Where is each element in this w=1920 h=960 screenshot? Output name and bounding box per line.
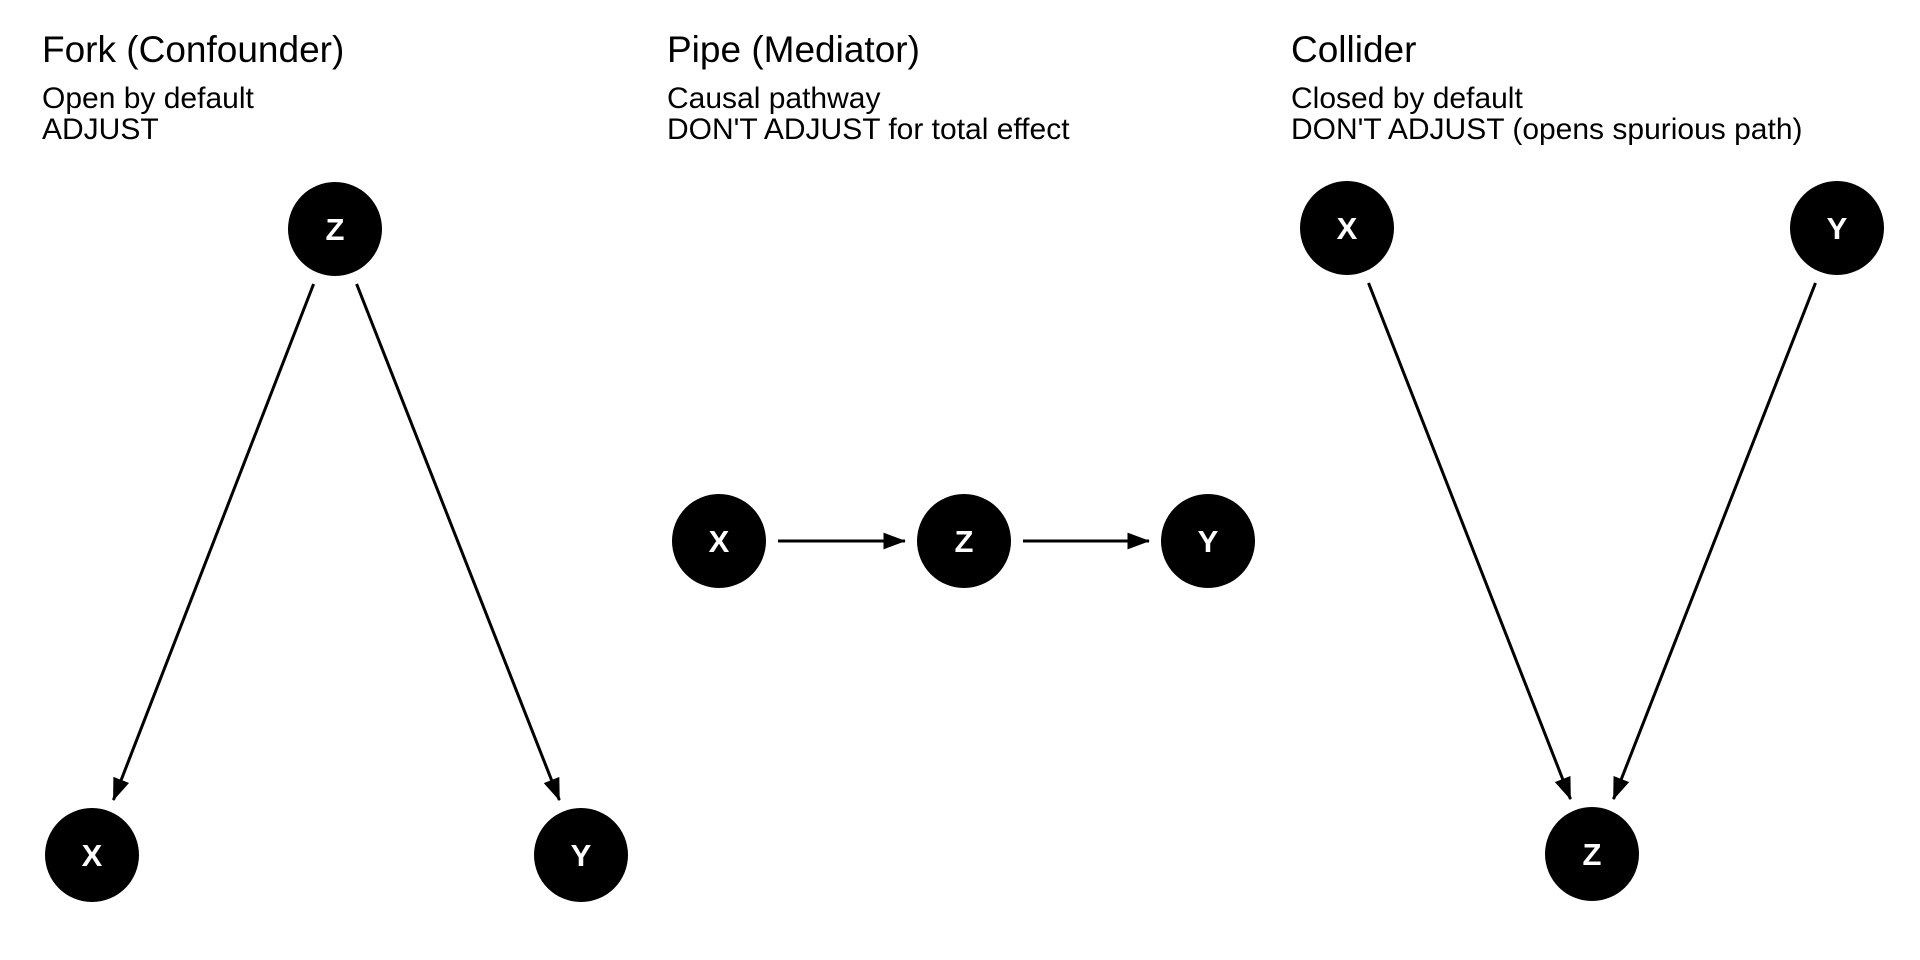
edge-x-to-z (1367, 282, 1572, 800)
node-label: Z (1583, 837, 1602, 872)
node-label: Y (1198, 524, 1219, 559)
node-label: Z (955, 524, 974, 559)
panel-title: Fork (Confounder) (42, 29, 344, 70)
node-circle (1161, 494, 1255, 588)
node-x: X (1300, 181, 1394, 275)
panel-title: Pipe (Mediator) (667, 29, 920, 70)
node-circle (45, 808, 139, 902)
edge-y-to-z (1612, 282, 1817, 800)
node-circle (288, 182, 382, 276)
edge-z-to-x (112, 283, 315, 801)
node-y: Y (1790, 181, 1884, 275)
node-x: X (672, 494, 766, 588)
node-label: Z (326, 212, 345, 247)
edge-z-to-y (355, 283, 561, 801)
panel-subtitle-line: Closed by default (1291, 82, 1523, 115)
node-y: Y (534, 808, 628, 902)
node-x: X (45, 808, 139, 902)
node-label: X (82, 838, 103, 873)
node-circle (1300, 181, 1394, 275)
panel-subtitle-line: Open by default (42, 82, 254, 115)
node-circle (672, 494, 766, 588)
node-z: Z (917, 494, 1011, 588)
panel-subtitle-line: Causal pathway (667, 82, 880, 115)
node-label: X (1337, 211, 1358, 246)
node-circle (1790, 181, 1884, 275)
panel-subtitle-line: ADJUST (42, 113, 159, 146)
node-circle (534, 808, 628, 902)
node-z: Z (288, 182, 382, 276)
panel-subtitle-line: DON'T ADJUST (opens spurious path) (1291, 113, 1803, 146)
node-label: Y (571, 838, 592, 873)
node-circle (1545, 807, 1639, 901)
node-label: Y (1827, 211, 1848, 246)
node-label: X (709, 524, 730, 559)
panel-subtitle-line: DON'T ADJUST for total effect (667, 113, 1070, 146)
node-y: Y (1161, 494, 1255, 588)
node-circle (917, 494, 1011, 588)
node-z: Z (1545, 807, 1639, 901)
panel-title: Collider (1291, 29, 1416, 70)
